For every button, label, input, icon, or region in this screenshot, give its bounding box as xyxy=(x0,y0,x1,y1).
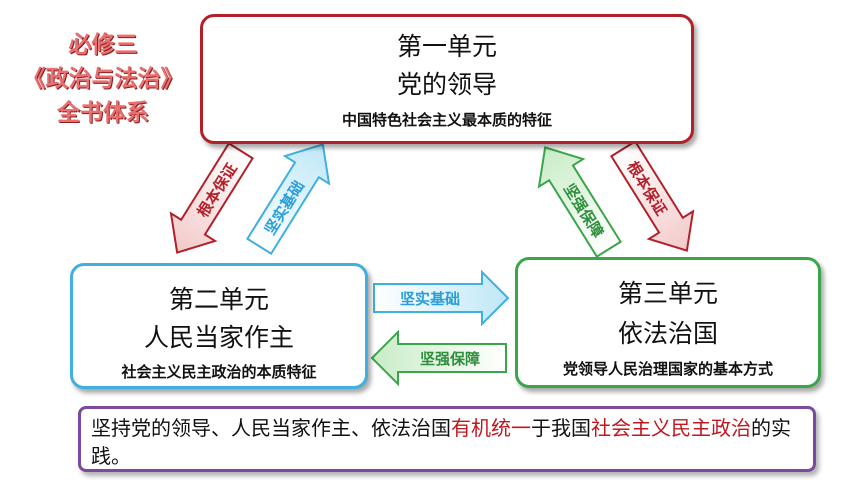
arrow-label-middle-left: 坚强保障 xyxy=(420,350,480,368)
summary-highlight-2: 社会主义民主政治 xyxy=(591,416,751,440)
title-line-3: 全书体系 xyxy=(57,100,149,126)
arrow-label-middle-right: 坚实基础 xyxy=(400,290,460,308)
arrow-middle-left: 坚强保障 xyxy=(370,329,507,387)
summary-highlight-1: 有机统一 xyxy=(451,416,531,440)
unit-three-desc: 党领导人民治理国家的基本方式 xyxy=(562,360,773,378)
unit-two-name: 人民当家作主 xyxy=(143,323,294,352)
summary-part-5: 的实践。 xyxy=(91,416,791,468)
unit-one-box: 第一单元 党的领导 中国特色社会主义最本质的特征 xyxy=(200,14,694,144)
unit-one-heading: 第一单元 xyxy=(396,32,497,61)
unit-three-heading: 第三单元 xyxy=(617,279,718,308)
summary-part-1: 坚持党的领导、人民当家作主、依法治国 xyxy=(91,416,451,440)
unit-two-box: 第二单元 人民当家作主 社会主义民主政治的本质特征 xyxy=(70,263,368,389)
unit-three-name: 依法治国 xyxy=(617,319,718,348)
unit-three-box: 第三单元 依法治国 党领导人民治理国家的基本方式 xyxy=(515,257,821,388)
unit-one-name: 党的领导 xyxy=(396,70,497,99)
arrow-middle-right: 坚实基础 xyxy=(373,269,510,327)
unit-two-heading: 第二单元 xyxy=(168,285,269,314)
arrow-left-up: 坚实基础 xyxy=(246,143,331,255)
diagram-title: 必修三 《政治与法治》 全书体系 xyxy=(8,28,198,130)
unit-one-desc: 中国特色社会主义最本质的特征 xyxy=(341,111,552,129)
title-line-1: 必修三 xyxy=(68,32,138,58)
arrow-left-down: 根本保证 xyxy=(169,142,254,254)
summary-box: 坚持党的领导、人民当家作主、依法治国有机统一于我国社会主义民主政治的实践。 xyxy=(78,406,816,472)
unit-two-desc: 社会主义民主政治的本质特征 xyxy=(121,363,317,381)
summary-part-3: 于我国 xyxy=(531,416,591,440)
title-line-2: 《政治与法治》 xyxy=(22,66,184,92)
